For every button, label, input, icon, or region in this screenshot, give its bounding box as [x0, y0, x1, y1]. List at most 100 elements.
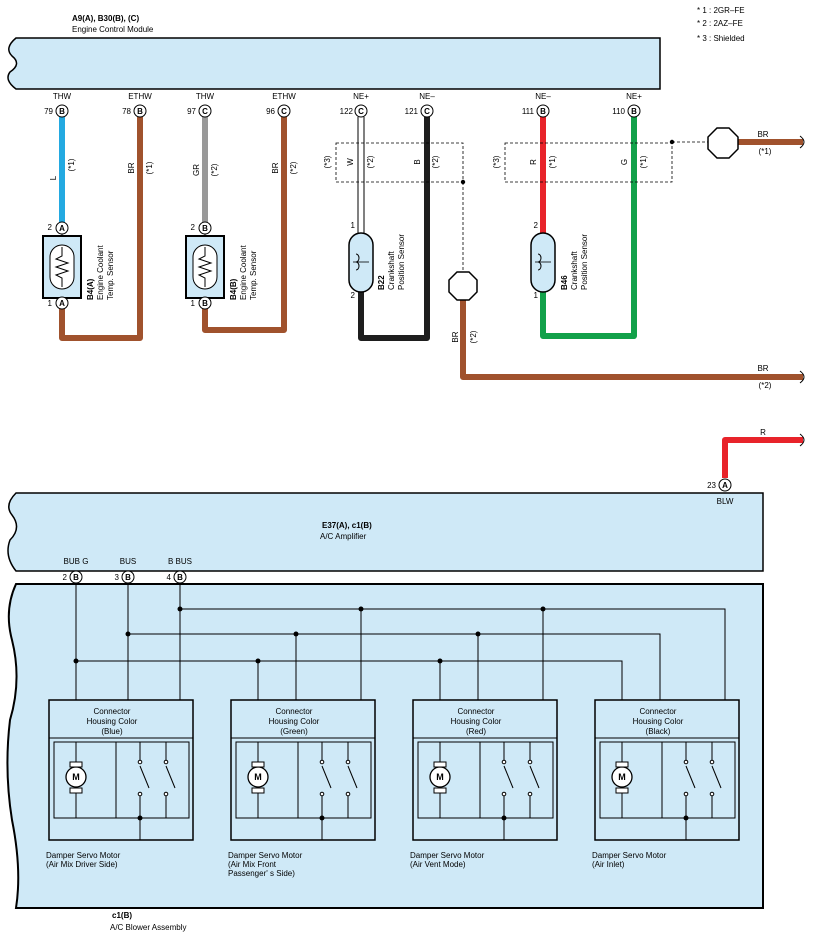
svg-text:C: C — [424, 107, 430, 116]
pin-label: NE+ — [626, 92, 642, 101]
sensor-name: Temp. Sensor — [106, 250, 115, 300]
pin-label: NE– — [535, 92, 551, 101]
svg-text:Damper Servo Motor: Damper Servo Motor — [228, 851, 303, 860]
pin-number: 78 — [122, 107, 131, 116]
blower-code: c1(B) — [112, 911, 132, 920]
svg-text:1: 1 — [534, 291, 539, 300]
svg-text:1: 1 — [191, 299, 196, 308]
shield-boxes — [335, 141, 708, 272]
wire-note: (*1) — [67, 158, 76, 171]
wire-note: (*1) — [145, 161, 154, 174]
wire-note: (*2) — [366, 155, 375, 168]
wire-cut-ends — [799, 135, 805, 447]
pin-label: THW — [196, 92, 215, 101]
wire-brown — [59, 117, 143, 341]
sensor-code: B46 — [560, 275, 569, 290]
wire-runs — [59, 117, 803, 478]
svg-text:A: A — [722, 481, 728, 490]
sensor-name: Crankshaft — [570, 251, 579, 290]
switch-icon — [319, 742, 358, 818]
wire-green — [540, 117, 637, 339]
ecm-name: Engine Control Module — [72, 25, 154, 34]
amp-box — [7, 492, 764, 572]
sensor-body — [530, 232, 556, 293]
svg-text:BLW: BLW — [717, 497, 734, 506]
resistor-zigzag — [197, 247, 213, 287]
ecm-code: A9(A), B30(B), (C) — [72, 14, 139, 23]
shield-box-b46 — [504, 142, 673, 183]
damper-motor-1: Connector Housing Color (Blue) M Damper … — [46, 699, 194, 869]
wire-note: (*2) — [210, 163, 219, 176]
svg-text:2: 2 — [534, 221, 539, 230]
pin-label: THW — [53, 92, 72, 101]
svg-text:B: B — [202, 299, 208, 308]
wire-brown — [202, 117, 287, 333]
sensor-name: Engine Coolant — [96, 245, 105, 300]
svg-text:B: B — [631, 107, 637, 116]
svg-text:(Red): (Red) — [466, 727, 486, 736]
svg-text:2: 2 — [191, 223, 196, 232]
svg-text:Damper Servo Motor: Damper Servo Motor — [410, 851, 485, 860]
svg-text:Housing Color: Housing Color — [87, 717, 138, 726]
pin-number: 79 — [44, 107, 53, 116]
svg-text:B BUS: B BUS — [168, 557, 192, 566]
wire-color: BR — [757, 364, 768, 373]
svg-text:3: 3 — [115, 573, 120, 582]
ecm-connectors: B B C C C C B B — [55, 104, 641, 118]
splice-octagons — [448, 127, 739, 301]
wire-red-power — [722, 437, 803, 478]
splice-top-right — [707, 127, 739, 159]
pin-label: ETHW — [272, 92, 296, 101]
wire-color: R — [529, 159, 538, 165]
note-3: * 3 : Shielded — [697, 34, 745, 43]
damper-motor-3: Connector Housing Color (Red) M Damper S… — [410, 699, 558, 869]
damper-motor-2: Connector Housing Color (Green) M Damper… — [228, 699, 376, 878]
connector-pin: B — [536, 104, 550, 118]
resistor-zigzag — [54, 247, 70, 287]
ect-sensor-a: 2 A A 1 B4(A) Engine Coolant Temp. Senso… — [42, 221, 115, 310]
motor-symbol: M — [436, 772, 444, 782]
svg-text:B: B — [202, 224, 208, 233]
svg-text:Housing Color: Housing Color — [451, 717, 502, 726]
sensor-name: Position Sensor — [397, 234, 406, 290]
amp-pin-connectors: B B B — [69, 570, 187, 584]
svg-text:2: 2 — [48, 223, 53, 232]
motor-symbol: M — [72, 772, 80, 782]
sensor-name: Position Sensor — [580, 234, 589, 290]
sensor-code: B4(B) — [229, 278, 238, 300]
svg-text:(Green): (Green) — [280, 727, 308, 736]
wire-color-labels: L (*1) BR (*1) GR (*2) BR (*2) (*3) W (*… — [49, 155, 648, 343]
pin-number: 110 — [612, 107, 625, 116]
svg-text:C: C — [281, 107, 287, 116]
damper-motor-4: Connector Housing Color (Black) M Damper… — [592, 699, 740, 869]
wire-color: BR — [271, 162, 280, 173]
svg-text:BUB G: BUB G — [64, 557, 89, 566]
amp-blw-pin: 23 A BLW — [707, 478, 734, 506]
splice-mid — [448, 271, 478, 301]
blower-name: A/C Blower Assembly — [110, 923, 186, 932]
svg-text:A: A — [59, 299, 65, 308]
svg-text:C: C — [202, 107, 208, 116]
svg-text:B: B — [59, 107, 65, 116]
wire-note: (*2) — [469, 330, 478, 343]
wire-brown-ground — [460, 300, 803, 380]
note-2: * 2 : 2AZ–FE — [697, 19, 743, 28]
sensor-name: Temp. Sensor — [249, 250, 258, 300]
svg-text:(Air Vent Mode): (Air Vent Mode) — [410, 860, 466, 869]
connector-pin: B — [55, 104, 69, 118]
svg-text:Housing Color: Housing Color — [633, 717, 684, 726]
thermistor-icon — [192, 244, 218, 290]
wire-note: (*2) — [431, 155, 440, 168]
motor-symbol: M — [618, 772, 626, 782]
svg-text:Damper Servo Motor: Damper Servo Motor — [46, 851, 121, 860]
amp-name: A/C Amplifier — [320, 532, 367, 541]
svg-text:Connector: Connector — [276, 707, 313, 716]
wire-color: L — [49, 175, 58, 180]
pin-number: 122 — [340, 107, 354, 116]
sensor-body — [348, 232, 374, 293]
switch-icon — [137, 742, 176, 818]
svg-text:BUS: BUS — [120, 557, 136, 566]
ground-wire-labels: BR (*1) BR (*2) R — [757, 130, 771, 437]
svg-text:2: 2 — [63, 573, 68, 582]
